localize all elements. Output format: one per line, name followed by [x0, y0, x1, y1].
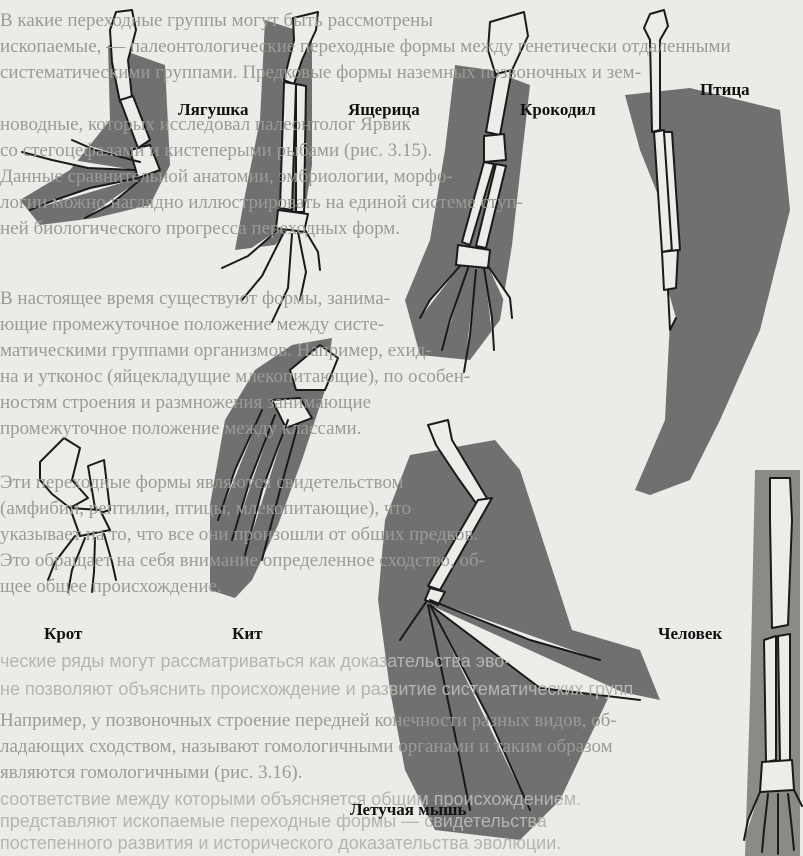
label-mole: Крот	[44, 624, 82, 644]
bg-text-line: ющие промежуточное положение между систе…	[0, 312, 803, 338]
label-frog: Лягушка	[178, 100, 248, 120]
bg-text-line: ископаемые, — палеонтологические переход…	[0, 34, 803, 60]
bg-text-line: постепенного развития и исторического до…	[0, 830, 803, 856]
label-human: Человек	[658, 624, 722, 644]
label-crocodile: Крокодил	[520, 100, 596, 120]
bg-text-line: ностям строения и размножения занимающие	[0, 390, 803, 416]
bg-text-line: ней биологического прогресса переходных …	[0, 216, 803, 242]
bg-text-line: (амфибии, рептилии, птицы, млекопитающие…	[0, 496, 803, 522]
bg-text-line: не позволяют объяснить происхождение и р…	[0, 676, 803, 702]
bg-text-line: промежуточное положение между классами.	[0, 416, 803, 442]
label-lizard: Ящерица	[348, 100, 420, 120]
bg-text-line: указывает на то, что все они произошли о…	[0, 522, 803, 548]
bg-text-line: Эти переходные формы являются свидетельс…	[0, 470, 803, 496]
bg-text-line: В какие переходные группы могут быть рас…	[0, 8, 803, 34]
bg-text-line: со стегоцефалами и кистеперыми рыбами (р…	[0, 138, 803, 164]
bg-text-line: ладающих сходством, называют гомологичны…	[0, 734, 803, 760]
bg-text-line: на и утконос (яйцекладущие млекопитающие…	[0, 364, 803, 390]
bg-text-line: Например, у позвоночных строение передне…	[0, 708, 803, 734]
bg-text-line: логии можно наглядно иллюстрировать на е…	[0, 190, 803, 216]
bg-text-line: щее общее происхождение.	[0, 574, 803, 600]
bg-text-line: ческие ряды могут рассматриваться как до…	[0, 648, 803, 674]
bg-text-line: Данные сравнительной анатомии, эмбриолог…	[0, 164, 803, 190]
label-bat: Летучая мышь	[350, 800, 466, 820]
label-whale: Кит	[232, 624, 262, 644]
label-bird: Птица	[700, 80, 750, 100]
bg-text-line: являются гомологичными (рис. 3.16).	[0, 760, 803, 786]
bg-text-line: В настоящее время существуют формы, зани…	[0, 286, 803, 312]
bg-text-line: Это обращает на себя внимание определенн…	[0, 548, 803, 574]
bg-text-line: матическими группами организмов. Наприме…	[0, 338, 803, 364]
bg-text-line: систематическими группами. Предковые фор…	[0, 60, 803, 86]
